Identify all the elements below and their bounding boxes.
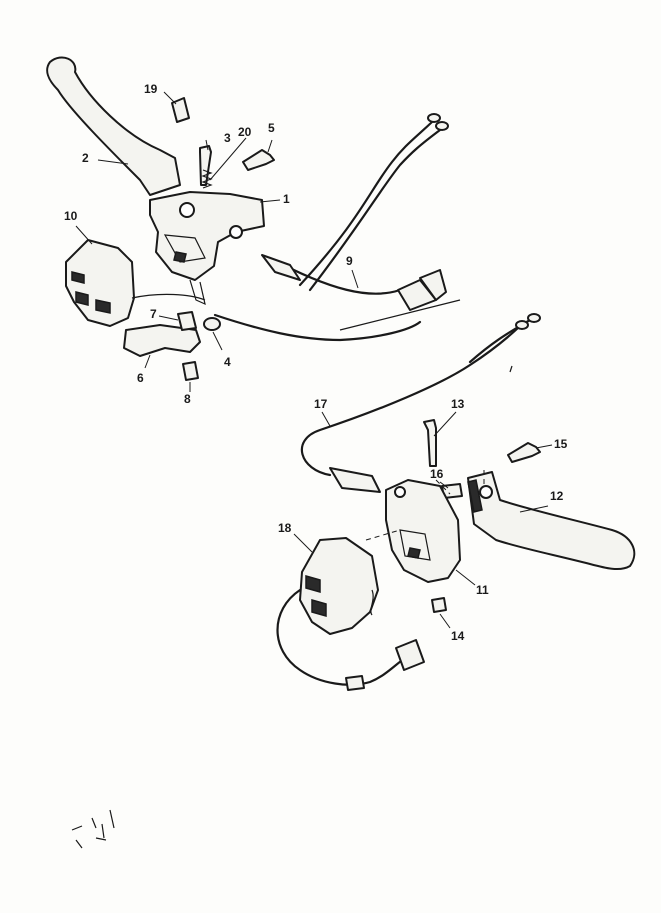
leader-18	[293, 533, 313, 553]
callout-18: 18	[278, 521, 292, 535]
pivot-cap	[171, 97, 190, 123]
leader-20	[209, 137, 247, 181]
leader-12	[519, 505, 549, 513]
callout-8: 8	[184, 392, 191, 406]
callout-19: 19	[144, 82, 158, 96]
holder-mount-hole	[229, 225, 243, 239]
leader-6	[144, 354, 151, 369]
callout-16: 16	[430, 467, 444, 481]
callout-12: 12	[550, 489, 564, 503]
leader-11	[455, 569, 476, 586]
callout-6: 6	[137, 371, 144, 385]
brake-switch-cable	[300, 326, 520, 477]
holder-pivot-hole	[179, 202, 195, 218]
choke-lever	[123, 324, 201, 357]
collar-7	[177, 311, 197, 331]
callout-1: 1	[283, 192, 290, 206]
washer-14	[431, 597, 447, 613]
leader-19	[163, 91, 177, 105]
callout-4: 4	[224, 355, 231, 369]
left-switch-housing	[65, 239, 135, 327]
callout-10: 10	[64, 209, 78, 223]
screw-5	[242, 149, 275, 171]
leader-13	[433, 411, 457, 437]
leader-15	[535, 444, 553, 449]
leader-16	[439, 481, 449, 489]
leader-1	[259, 199, 281, 203]
callout-11: 11	[476, 583, 489, 597]
right-lever	[467, 471, 636, 571]
leader-3	[205, 139, 209, 151]
lever-holder	[149, 191, 265, 281]
screw-15	[507, 442, 541, 463]
washer-4	[203, 317, 221, 331]
leader-17	[321, 411, 331, 427]
callout-3: 3	[224, 131, 231, 145]
callout-7: 7	[150, 307, 157, 321]
leader-9	[351, 269, 359, 289]
callout-17: 17	[314, 397, 328, 411]
nut-8	[182, 361, 199, 381]
screw-13	[423, 419, 437, 467]
callout-2: 2	[82, 151, 89, 165]
corner-mark	[71, 809, 115, 849]
leader-4	[212, 331, 223, 351]
callout-20: 20	[238, 125, 252, 139]
leader-10	[75, 225, 93, 245]
leader-14	[439, 613, 451, 629]
tick-mark	[509, 365, 513, 373]
left-lever	[46, 56, 181, 196]
pivot-bolt	[199, 145, 212, 186]
callout-15: 15	[554, 437, 568, 451]
leader-2	[97, 159, 129, 165]
callout-13: 13	[451, 397, 465, 411]
leader-7	[158, 315, 179, 321]
callout-5: 5	[268, 121, 275, 135]
switch-cable-18	[276, 588, 407, 686]
callout-14: 14	[451, 629, 465, 643]
leader-5	[267, 139, 273, 153]
callout-9: 9	[346, 254, 353, 268]
